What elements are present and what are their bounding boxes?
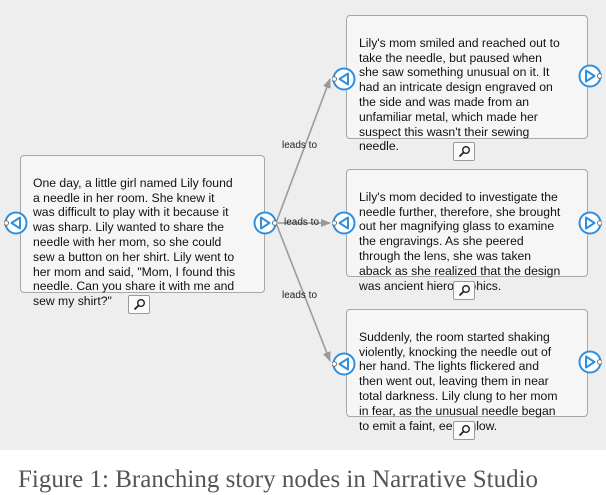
triangle-left-icon [331,211,356,235]
story-node-branch-2[interactable]: Lily's mom decided to investigate the ne… [346,169,588,293]
triangle-right-icon [253,211,278,235]
edge-label: leads to [284,217,320,228]
story-node-text: Lily's mom smiled and reached out to tak… [359,35,560,154]
expand-right-port[interactable] [578,350,603,374]
triangle-left-icon [3,211,28,235]
expand-right-port[interactable] [578,211,603,235]
expand-left-port[interactable] [331,211,356,235]
story-node-branch-1[interactable]: Lily's mom smiled and reached out to tak… [346,15,588,153]
magnifier-button[interactable] [453,142,475,161]
expand-left-port[interactable] [331,67,356,91]
triangle-left-icon [331,67,356,91]
story-node-branch-3[interactable]: Suddenly, the room started shaking viole… [346,309,588,433]
triangle-right-icon [578,64,603,88]
expand-right-port[interactable] [253,211,278,235]
story-node-root[interactable]: One day, a little girl named Lily found … [20,155,265,308]
diagram-canvas: leads to leads to leads to One day, a li… [0,0,606,450]
expand-right-port[interactable] [578,64,603,88]
triangle-right-icon [578,211,603,235]
edge-label: leads to [282,140,318,151]
triangle-left-icon [331,352,356,376]
magnifier-button[interactable] [453,421,475,440]
story-node-text: Suddenly, the room started shaking viole… [359,329,558,433]
story-node-text: Lily's mom decided to investigate the ne… [359,189,561,293]
edge-root-to-child-1 [275,78,331,224]
edges-layer [275,78,331,362]
edge-label: leads to [282,290,318,301]
figure-caption: Figure 1: Branching story nodes in Narra… [18,466,539,493]
expand-left-port[interactable] [331,352,356,376]
story-node-text: One day, a little girl named Lily found … [33,175,236,309]
expand-left-port[interactable] [3,211,28,235]
triangle-right-icon [578,350,603,374]
magnifier-button[interactable] [128,295,150,314]
edge-root-to-child-3 [275,222,331,362]
magnifier-button[interactable] [453,281,475,300]
